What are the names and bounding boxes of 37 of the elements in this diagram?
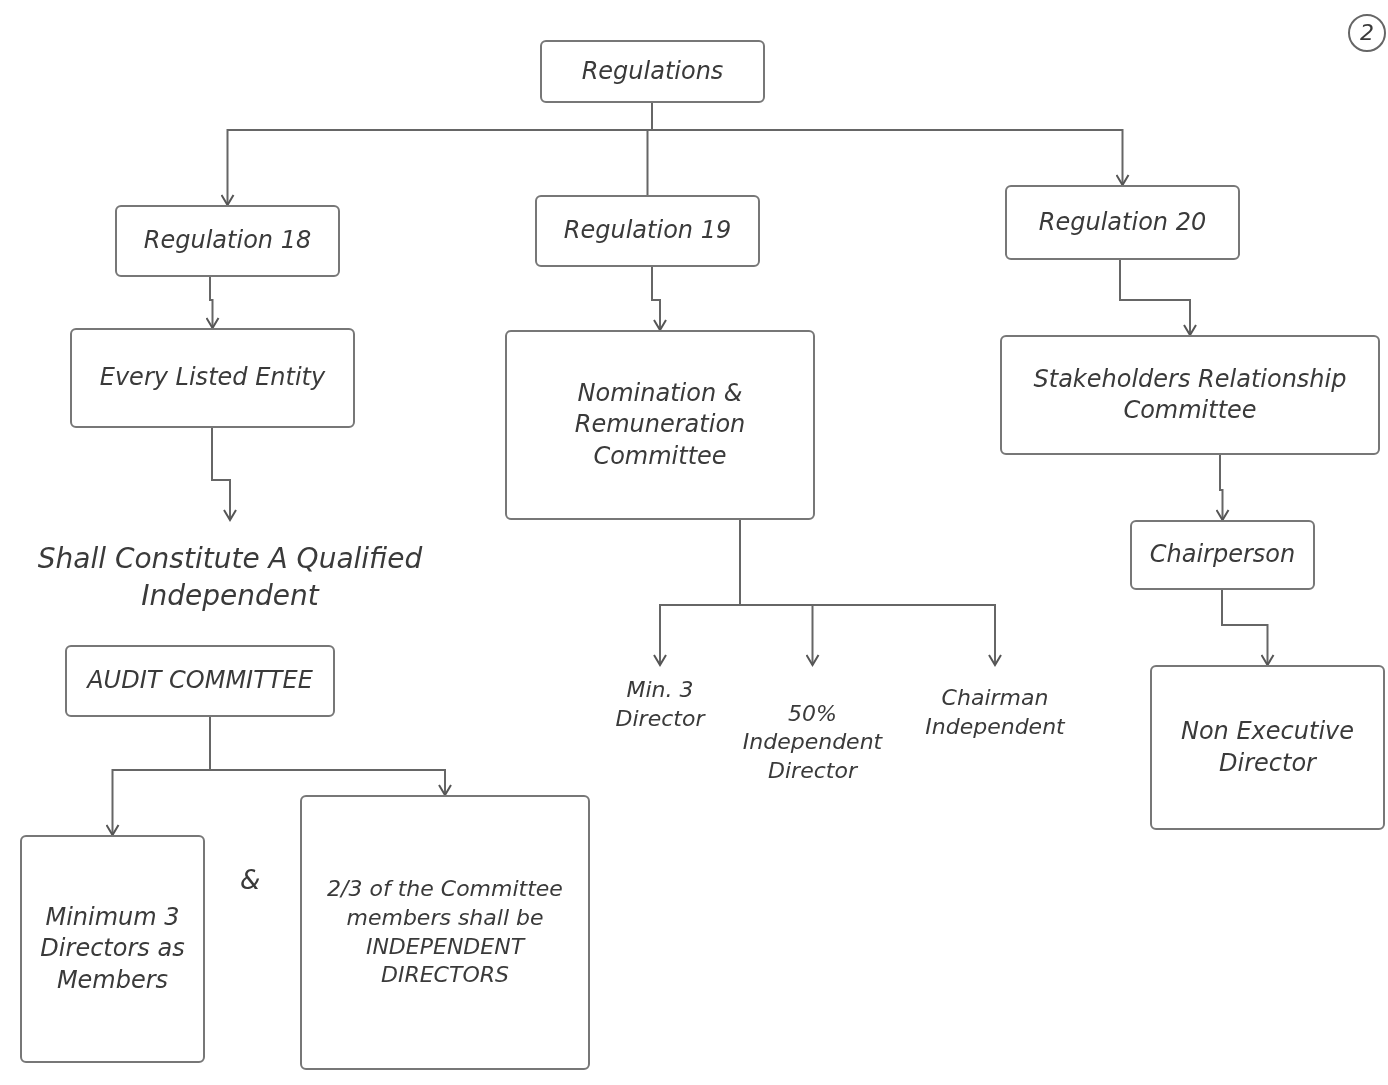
process-box bbox=[1000, 335, 1380, 455]
box-label: Stakeholders Relationship Committee bbox=[1032, 363, 1348, 426]
box-label: Regulation 20 bbox=[1038, 206, 1207, 238]
box-label: Regulation 18 bbox=[143, 225, 312, 257]
arrow bbox=[211, 427, 237, 521]
process-box bbox=[1150, 665, 1385, 830]
box-label: Regulation 19 bbox=[563, 215, 732, 247]
process-box bbox=[115, 205, 340, 277]
note-text: & bbox=[240, 865, 261, 895]
process-box bbox=[20, 835, 205, 1063]
box-label: Chairperson bbox=[1149, 539, 1296, 571]
process-box bbox=[1005, 185, 1240, 260]
arrow bbox=[1119, 259, 1197, 336]
node-text: Min. 3 Director bbox=[614, 676, 707, 733]
process-box bbox=[70, 328, 355, 428]
node-text: 50% Independent Director bbox=[741, 699, 884, 785]
process-box bbox=[65, 645, 335, 717]
box-label: Minimum 3 Directors as Members bbox=[39, 902, 186, 996]
arrow bbox=[1215, 454, 1230, 521]
process-box bbox=[300, 795, 590, 1070]
node-text: Chairman Independent bbox=[924, 683, 1067, 741]
process-box bbox=[1130, 520, 1315, 590]
arrow bbox=[209, 716, 452, 796]
box-label: Every Listed Entity bbox=[99, 362, 326, 394]
arrow bbox=[1221, 589, 1275, 666]
process-box bbox=[540, 40, 765, 103]
process-box bbox=[535, 195, 760, 267]
box-label: Nomination & Remuneration Committee bbox=[573, 378, 747, 472]
node-text: Shall Constitute A Qualified Independent bbox=[36, 541, 424, 614]
page-number: 2 bbox=[1348, 14, 1386, 52]
arrow bbox=[651, 266, 667, 331]
arrow bbox=[205, 276, 220, 329]
process-box bbox=[505, 330, 815, 520]
box-label: AUDIT COMMITTEE bbox=[87, 665, 313, 697]
box-label: Non Executive Director bbox=[1179, 716, 1356, 779]
box-label: 2/3 of the Committee members shall be INDEPENDENT DIRECTORS bbox=[326, 875, 564, 990]
box-label: Regulations bbox=[581, 55, 724, 87]
